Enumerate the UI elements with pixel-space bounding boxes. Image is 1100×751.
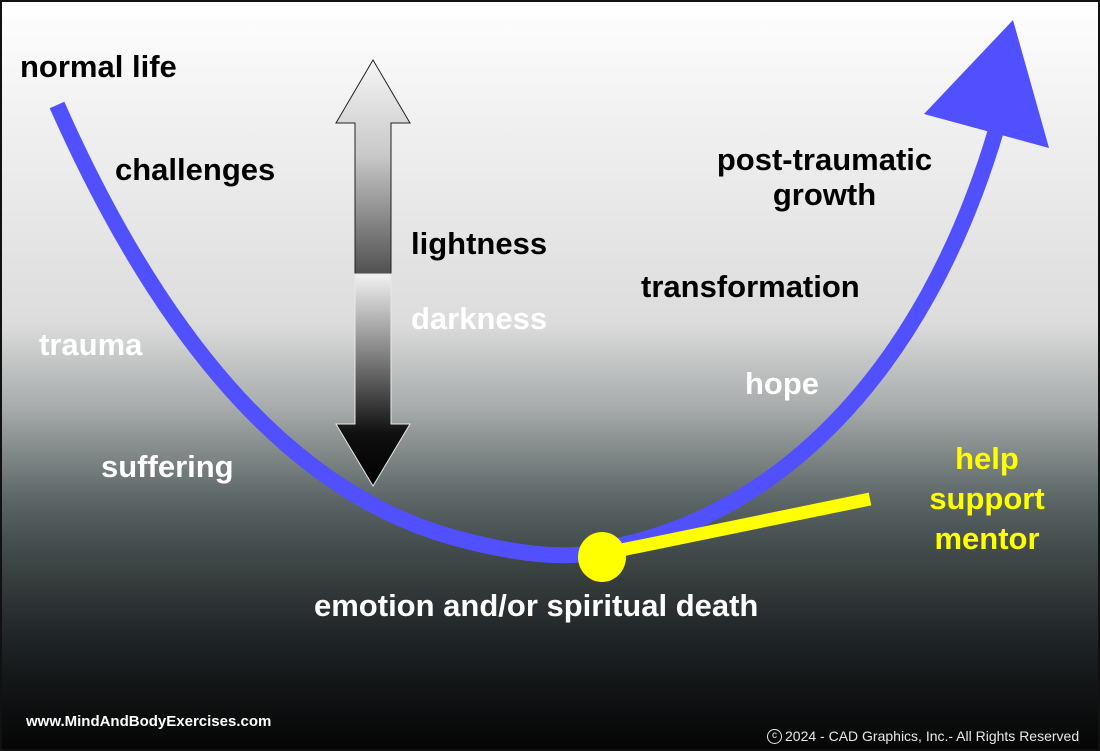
label-growth: growth <box>772 177 877 212</box>
copyright-icon: c <box>767 728 782 744</box>
label-support: support <box>929 481 1045 516</box>
label-transformation: transformation <box>641 269 860 304</box>
support-line <box>600 492 872 561</box>
turning-point-marker <box>578 532 626 582</box>
website-link[interactable]: www.MindAndBodyExercises.com <box>26 713 272 730</box>
label-challenges: challenges <box>115 152 276 187</box>
label-help: help <box>955 441 1019 476</box>
label-post-traumatic-growth: post-traumatic growth <box>702 144 947 210</box>
label-lightness: lightness <box>411 226 548 261</box>
copyright-text: 2024 - CAD Graphics, Inc.- All Rights Re… <box>785 728 1080 744</box>
label-suffering: suffering <box>101 449 234 484</box>
support-labels: help support mentor <box>907 439 1067 559</box>
label-post-traumatic: post-traumatic <box>716 142 933 177</box>
label-emotional-spiritual-death: emotion and/or spiritual death <box>314 588 759 623</box>
journey-curve <box>49 101 1005 564</box>
label-darkness: darkness <box>411 301 548 336</box>
label-hope: hope <box>745 366 820 401</box>
copyright-notice: c 2024 - CAD Graphics, Inc.- All Rights … <box>767 728 1079 744</box>
growth-arrowhead-icon <box>924 20 1049 148</box>
lightness-arrow-icon <box>335 59 411 275</box>
label-mentor: mentor <box>934 521 1040 556</box>
darkness-arrow-icon <box>335 273 411 487</box>
label-trauma: trauma <box>39 327 143 362</box>
label-normal-life: normal life <box>20 49 177 84</box>
